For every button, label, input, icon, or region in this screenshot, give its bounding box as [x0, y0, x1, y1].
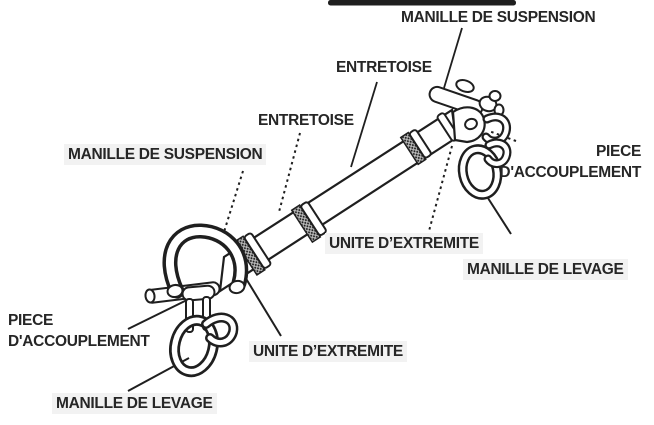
collar-joint-2	[290, 201, 327, 244]
label-piece-accouplement-left-line1: PIECE	[8, 312, 54, 329]
beam-body	[218, 108, 458, 294]
collar-joint-3	[399, 129, 432, 166]
end-unit-left	[144, 223, 249, 378]
beam-tube	[218, 108, 460, 294]
leader-suspension-top	[443, 27, 463, 89]
leader-levage-right	[485, 194, 512, 235]
label-piece-accouplement-right: PIECE D'ACCOUPLEMENT	[499, 141, 641, 183]
label-unite-extremite-right: UNITE D’EXTREMITE	[325, 233, 483, 254]
leader-entretoise-lower	[278, 132, 301, 213]
leader-suspension-left	[223, 170, 244, 233]
label-unite-extremite-bottom: UNITE D’EXTREMITE	[249, 341, 407, 362]
lifting-hook-right	[483, 138, 512, 169]
leader-lines	[127, 27, 517, 392]
shackle-pin-head-left	[144, 288, 156, 304]
leader-extremite-bottom	[241, 271, 282, 337]
lifting-shackle-right	[457, 144, 503, 200]
leader-entretoise-upper	[350, 81, 378, 168]
clevis-right	[451, 106, 486, 144]
lifting-hook-left	[201, 312, 239, 348]
label-piece-accouplement-right-line1: PIECE	[595, 143, 641, 160]
lifting-shackle-left	[169, 314, 219, 378]
label-manille-suspension-top: MANILLE DE SUSPENSION	[401, 9, 596, 26]
label-piece-accouplement-left: PIECE D'ACCOUPLEMENT	[8, 310, 150, 352]
leader-accouplement-left	[127, 298, 190, 330]
suspension-shackle-left	[162, 223, 249, 299]
label-manille-levage-bottom: MANILLE DE LEVAGE	[52, 393, 217, 414]
coupling-piece-right	[481, 112, 512, 146]
leader-extremite-right	[428, 145, 453, 232]
label-manille-levage-right: MANILLE DE LEVAGE	[463, 259, 628, 280]
end-unit-right	[428, 79, 512, 200]
label-entretoise-upper: ENTRETOISE	[336, 59, 432, 76]
label-manille-suspension-left: MANILLE DE SUSPENSION	[64, 144, 267, 165]
label-piece-accouplement-left-line2: D'ACCOUPLEMENT	[8, 333, 150, 350]
cropped-top-bar	[328, 0, 516, 6]
label-piece-accouplement-right-line2: D'ACCOUPLEMENT	[499, 164, 641, 181]
label-entretoise-lower: ENTRETOISE	[258, 112, 354, 129]
